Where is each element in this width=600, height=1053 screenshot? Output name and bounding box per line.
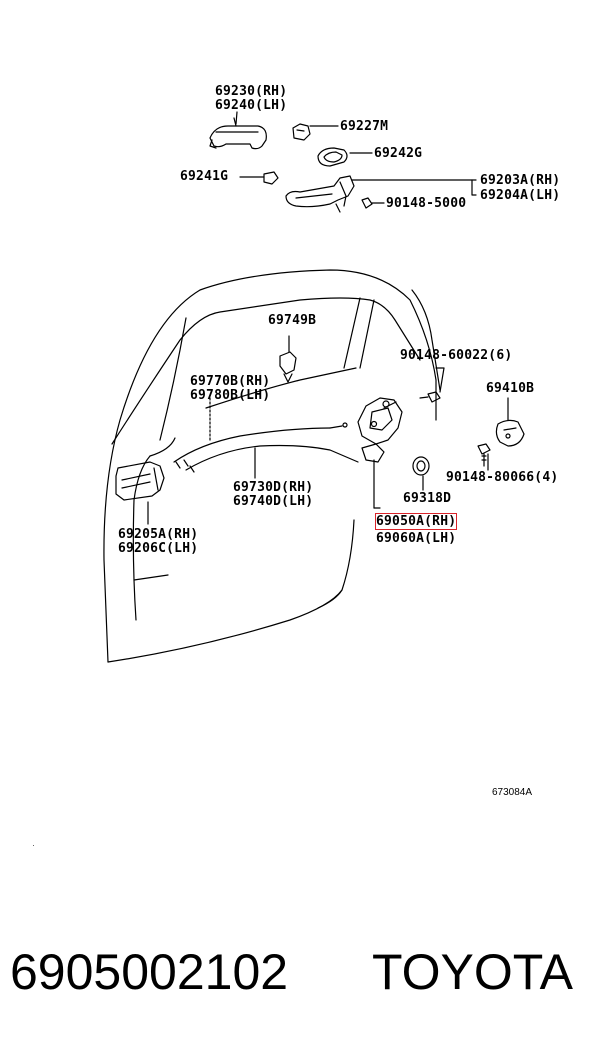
striker-part — [495, 419, 525, 447]
bolt-part — [361, 197, 385, 209]
striker-screw-part — [477, 443, 491, 467]
door-outline — [103, 269, 441, 663]
part-label-90148-60022: 90148-60022(6) — [400, 348, 513, 363]
part-label-69410b: 69410B — [486, 381, 535, 396]
part-label-69206c: 69206C(LH) — [118, 541, 199, 556]
part-label-69230: 69230(RH) — [215, 84, 288, 99]
part-label-69740d: 69740D(LH) — [233, 494, 314, 509]
brand-caption: TOYOTA — [372, 944, 573, 1000]
handle-pad-part — [263, 171, 279, 185]
part-label-69050a-highlighted: 69050A(RH) — [374, 513, 458, 530]
handle-frame-part — [285, 175, 355, 213]
part-label-69060a: 69060A(LH) — [376, 531, 457, 546]
part-label-69780b: 69780B(LH) — [190, 388, 271, 403]
part-label-69241g: 69241G — [180, 169, 229, 184]
part-label-69203a: 69203A(RH) — [480, 173, 561, 188]
part-label-69730d: 69730D(RH) — [233, 480, 314, 495]
inside-handle-part — [115, 461, 165, 501]
part-label-69227m: 69227M — [340, 119, 389, 134]
part-label-90148-80066: 90148-80066(4) — [446, 470, 559, 485]
cable-part — [173, 422, 359, 473]
clip-part — [279, 351, 297, 383]
part-label-69318d: 69318D — [403, 491, 452, 506]
part-label-90148-5000: 90148-5000 — [386, 196, 467, 211]
part-number-caption: 6905002102 — [10, 944, 289, 1000]
part-label-69204a: 69204A(LH) — [480, 188, 561, 203]
handle-gasket-part — [317, 147, 348, 167]
part-label-69749b: 69749B — [268, 313, 317, 328]
part-label-69240: 69240(LH) — [215, 98, 288, 113]
part-label-69770b: 69770B(RH) — [190, 374, 271, 389]
door-lock-assembly — [357, 397, 403, 463]
grommet-part — [412, 456, 430, 476]
handle-cap-part — [292, 123, 311, 141]
part-label-69205a: 69205A(RH) — [118, 527, 199, 542]
part-label-69242g: 69242G — [374, 146, 423, 161]
figure-code: 673084A — [492, 787, 533, 798]
screw-part — [419, 391, 441, 403]
outside-handle-part — [209, 117, 267, 150]
speck — [33, 845, 34, 846]
